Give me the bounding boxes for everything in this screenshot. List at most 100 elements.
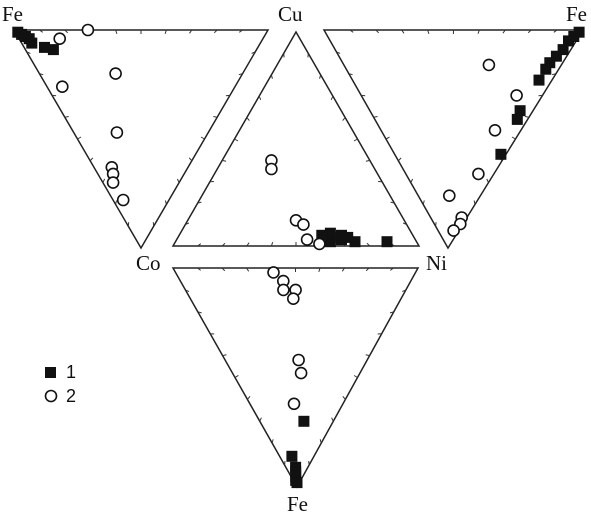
tick-mark [342, 395, 346, 400]
tick-mark [176, 178, 180, 183]
tick-mark [239, 29, 243, 33]
tick-mark [39, 73, 44, 76]
data-point-series-1 [544, 57, 556, 69]
data-point-series-1 [511, 113, 523, 125]
tick-mark [258, 95, 262, 101]
data-point-series-2 [110, 126, 124, 139]
triangle-frame-cu-co-ni [171, 30, 421, 247]
data-point-series-2 [106, 176, 120, 189]
data-point-series-2 [116, 193, 130, 207]
legend: 1 2 [44, 362, 76, 406]
tick-mark [197, 267, 201, 271]
tick-mark [365, 159, 370, 162]
data-point-series-2 [472, 167, 485, 181]
tick-mark [511, 136, 516, 140]
data-point-series-1 [533, 74, 545, 86]
tick-mark [188, 157, 193, 162]
data-point-series-1 [324, 227, 336, 239]
data-point-series-2 [300, 233, 314, 246]
tick-mark [365, 267, 370, 272]
data-point-series-1 [381, 236, 393, 248]
data-point-series-1 [563, 35, 574, 47]
data-point-series-1 [336, 229, 347, 241]
tick-mark [234, 374, 239, 378]
tick-mark [197, 243, 202, 247]
triangle-frame-fe-cu-ni [322, 29, 585, 250]
data-point-series-2 [292, 353, 305, 367]
tick-mark [553, 29, 558, 33]
legend-marker-filled-square [45, 367, 56, 378]
tick-mark [422, 200, 425, 205]
tick-mark [200, 136, 205, 140]
tick-mark [402, 289, 407, 293]
data-point-series-2 [265, 162, 278, 176]
data-point-series-1 [26, 37, 38, 49]
data-point-series-1 [514, 105, 526, 117]
tick-mark [246, 117, 250, 121]
legend-label-1: 1 [66, 362, 76, 382]
tick-mark [342, 117, 346, 121]
tick-mark [375, 29, 380, 34]
vertex-label-cu: Cu [278, 2, 303, 26]
tick-mark [398, 157, 402, 162]
data-point-series-2 [447, 224, 460, 237]
tick-mark [77, 136, 82, 140]
vertex-label-co: Co [136, 251, 161, 275]
tick-mark [213, 29, 218, 34]
data-point-series-2 [109, 67, 122, 80]
data-point-series-2 [267, 266, 280, 279]
tick-mark [270, 74, 273, 79]
tick-mark [246, 267, 250, 272]
data-point-series-1 [349, 236, 361, 248]
tick-mark [389, 267, 394, 271]
tick-mark [26, 51, 31, 54]
vertex-label-fe-top-left: Fe [2, 2, 23, 26]
tick-mark [164, 29, 167, 34]
tick-mark [401, 29, 405, 34]
data-point-series-2 [510, 89, 523, 102]
tick-mark [365, 354, 370, 357]
tick-mark [222, 159, 227, 162]
data-point-series-2 [313, 237, 326, 251]
tick-mark [348, 73, 353, 76]
data-point-series-2 [287, 397, 301, 411]
tick-mark [238, 73, 243, 76]
tick-mark [221, 267, 226, 272]
tick-mark [502, 29, 506, 34]
data-point-series-1 [540, 63, 552, 75]
data-point-series-1 [557, 44, 569, 56]
tick-mark [353, 375, 358, 378]
tick-mark [318, 267, 321, 272]
tick-mark [39, 29, 43, 33]
tick-mark [222, 354, 227, 357]
tick-mark [390, 201, 395, 204]
tick-mark [410, 178, 414, 183]
tick-mark [427, 29, 430, 34]
data-point-series-2 [277, 283, 290, 297]
legend-label-2: 2 [66, 386, 76, 406]
tick-mark [389, 311, 394, 314]
data-point-series-1 [495, 148, 507, 160]
triangle-frame-fe-cu-co [12, 29, 270, 250]
data-point-series-1 [550, 50, 562, 62]
vertex-label-fe-bottom: Fe [287, 492, 308, 516]
tick-mark [319, 439, 322, 444]
triangle-ticks [26, 29, 570, 466]
vertex-label-ni: Ni [426, 251, 447, 275]
data-point-series-1 [291, 477, 303, 489]
data-point-series-1 [342, 231, 354, 243]
data-point-series-2 [81, 23, 95, 37]
data-point-series-2 [488, 124, 502, 137]
tick-mark [246, 242, 250, 247]
tick-mark [525, 116, 530, 118]
tick-mark [89, 157, 94, 162]
tick-mark [270, 242, 274, 247]
tick-mark [64, 29, 69, 34]
tick-mark [247, 395, 251, 400]
tick-mark [319, 74, 322, 79]
tick-mark [185, 289, 190, 293]
data-point-series-1 [298, 415, 310, 427]
tick-mark [527, 29, 532, 34]
tick-mark [402, 222, 407, 226]
